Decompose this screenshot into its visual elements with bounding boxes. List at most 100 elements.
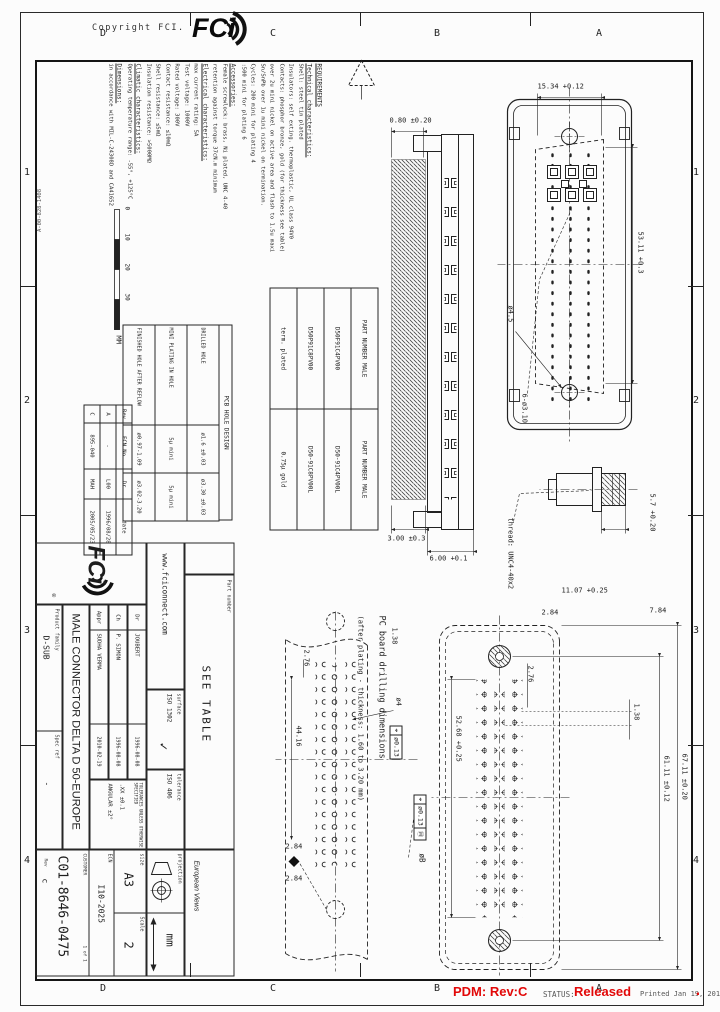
notes-line: Sn/SnPb over 1u mini nickel on terminati…: [259, 63, 266, 206]
dim-d-7-84: 7.84: [649, 606, 667, 615]
revision-cell: L00: [100, 469, 116, 499]
notes-line: Female screwlock: brass, Ni plated, UNC …: [221, 63, 228, 210]
registered-mark: ®: [49, 593, 57, 598]
views-label: European Views: [192, 860, 200, 912]
signature-name: P. SIMON: [108, 629, 128, 725]
revision-cell: -: [100, 423, 116, 469]
dim-d-1-38: 1.38: [632, 703, 641, 721]
pcb-table-title: PCB HOLE DESIGN: [218, 324, 233, 521]
signature-row: Ch P. SIMON 1996-08-08: [108, 604, 128, 780]
part-number-row: term. plated 0.75μ gold: [270, 288, 297, 530]
part-number-row: PART NUMBER MALE PART NUMBER MALE: [351, 288, 378, 530]
dim-e-dia4: ø4: [394, 697, 403, 706]
part-number-box: Part number SEE TABLE: [184, 574, 235, 850]
revision-cell: C: [84, 405, 100, 423]
ecn-label: ECN: [106, 853, 113, 863]
zone-tick: [530, 12, 531, 26]
zone-tick: [688, 515, 703, 516]
revision-header: Rev: [116, 405, 132, 423]
ecn-cell: ECN I10-2025: [88, 849, 115, 977]
dim-e-2-84-right: 2.84: [285, 874, 303, 883]
notes-section-title: REQUIREMENTS: [315, 63, 323, 107]
units-cell: mm: [146, 912, 185, 977]
notes-section: Accessories: Female screwlock: brass, Ni…: [210, 64, 239, 326]
part-number-cell: term. plated: [270, 288, 297, 409]
signature-row: Appr SUDHA VERMA 2010-02-19: [89, 604, 109, 780]
pcb-hole-value: ø3.30 ±0.03: [187, 473, 219, 521]
notes-section: Electrical characteristics: max current …: [143, 64, 210, 326]
drawing-title-cell: MALE CONNECTOR DELTA D 50-EUROPE: [62, 604, 90, 850]
dim-dia-b: øB: [417, 853, 427, 863]
pdm-status-value: Released: [574, 984, 632, 999]
signature-name: JOUBERT: [127, 629, 147, 725]
revision-cell: A: [100, 405, 116, 423]
notes-section: Dimensions: in accordance with MIL-C-243…: [105, 64, 124, 326]
zone-tick: [20, 286, 35, 287]
notes-line: Cycles: 200 mini for plating 4: [250, 63, 256, 163]
notes-line: max current rating: 5A: [193, 63, 199, 137]
pdm-status-label: STATUS:: [543, 990, 575, 999]
pcb-hole-row: DRILLED HOLE ø1.6 ±0.03 ø3.30 ±0.03: [187, 325, 219, 521]
zone-letter-top-a: A: [596, 28, 603, 39]
dim-side-height: 6.00 +0.1: [429, 554, 468, 563]
notes-section: REQUIREMENTS: [314, 64, 324, 326]
dim-overall-width: 67.11 ±0.20: [680, 753, 689, 800]
pcb-hole-table: DRILLED HOLE ø1.6 ±0.03 ø3.30 ±0.03 MINI…: [123, 325, 220, 522]
tolerance-standard: ISO 406: [165, 773, 173, 799]
revision-table: Rev ECN No Dr date A - L00 1996/08/28 C …: [84, 405, 133, 556]
zone-number-left-1: 1: [24, 167, 31, 178]
signature-role: Appr: [89, 604, 109, 631]
rev-value: c: [40, 878, 50, 884]
title-block-logo-cell: FCi ®: [35, 542, 147, 605]
product-family-cell: Product family D-SUB: [35, 604, 63, 732]
product-family-value: D-SUB: [41, 635, 51, 660]
dim-screw-length: 5.7 +0.20: [648, 493, 657, 532]
signature-role: Ch: [108, 604, 128, 631]
scale-value: 2: [121, 941, 136, 949]
revision-cell: 895-040: [84, 423, 100, 469]
revision-row: C 895-040 MAH 2005/05/23: [84, 405, 100, 555]
scalebar-tick-30: 30: [123, 293, 131, 301]
part-number-box-label: Part number: [225, 579, 232, 613]
pcb-hole-value: 5μ mini: [155, 473, 187, 521]
zone-tick: [20, 515, 35, 516]
tolerances-unless-box: TOLERANCES UNLESS OTHERWISE SPECIFIED .X…: [89, 779, 147, 850]
pdm-rev-text: PDM: Rev:C: [453, 984, 528, 999]
notes-line: :500 mini for plating 6: [240, 63, 247, 140]
signature-name: SUDHA VERMA: [89, 629, 109, 725]
zone-number-left-2: 2: [24, 395, 31, 406]
sheet-count: 1 of 1: [81, 945, 87, 962]
dim-screw-hole: ø4.5: [506, 305, 515, 323]
units-arrow-icon: [150, 917, 157, 972]
size-value: A3: [121, 872, 136, 887]
dim-thread: thread: UNC4-40x2: [506, 517, 515, 590]
notes-section-title: Technical characteristics:: [306, 63, 313, 158]
dim-side-standoff: 3.00 ±0.3: [387, 534, 426, 543]
spec-ref-label: Spec ref: [53, 734, 60, 759]
position-tolerance-frame-1: ⌖ ø0.13: [389, 725, 403, 760]
position-tolerance-value: ø0.13: [392, 737, 401, 757]
zone-number-right-4: 4: [693, 855, 700, 866]
zone-letter-bottom-c: C: [270, 983, 277, 994]
title-block-logo-text: FCi: [82, 545, 110, 585]
zone-tick: [530, 963, 531, 977]
zone-letter-bottom-b: B: [434, 983, 441, 994]
page-border: [20, 12, 704, 1006]
notes-section: Technical characteristics: Shell: steel …: [238, 64, 314, 326]
drawing-title: MALE CONNECTOR DELTA D 50-EUROPE: [69, 613, 82, 830]
pcb-note-line1: PC board drilling dimensions: [376, 615, 387, 759]
fci-logo: FCi: [192, 7, 254, 57]
pcb-hole-row: MINI PLATING IN HOLE 5μ mini 5μ mini: [155, 325, 187, 521]
dim-e-2-84-left: 2.84: [285, 842, 303, 851]
dim-flange-pitch: 15.34 +0.12: [537, 82, 584, 91]
views-box: European Views: [184, 849, 235, 977]
notes-line: over 2u mini nickel on active area and f…: [269, 63, 275, 253]
zone-letter-bottom-d: D: [100, 983, 107, 994]
rev-label: Rev: [42, 858, 48, 867]
ecn-value: I10-2025: [96, 884, 106, 924]
notes-line: Test voltage: 1000V: [183, 63, 190, 127]
notes-line: Rated voltage: 300V: [174, 63, 180, 127]
notes-line: Shell: steel tin plated: [297, 63, 304, 140]
scalebar-tick-0: 0: [123, 206, 131, 211]
tolerance-label: tolerance: [175, 773, 182, 801]
